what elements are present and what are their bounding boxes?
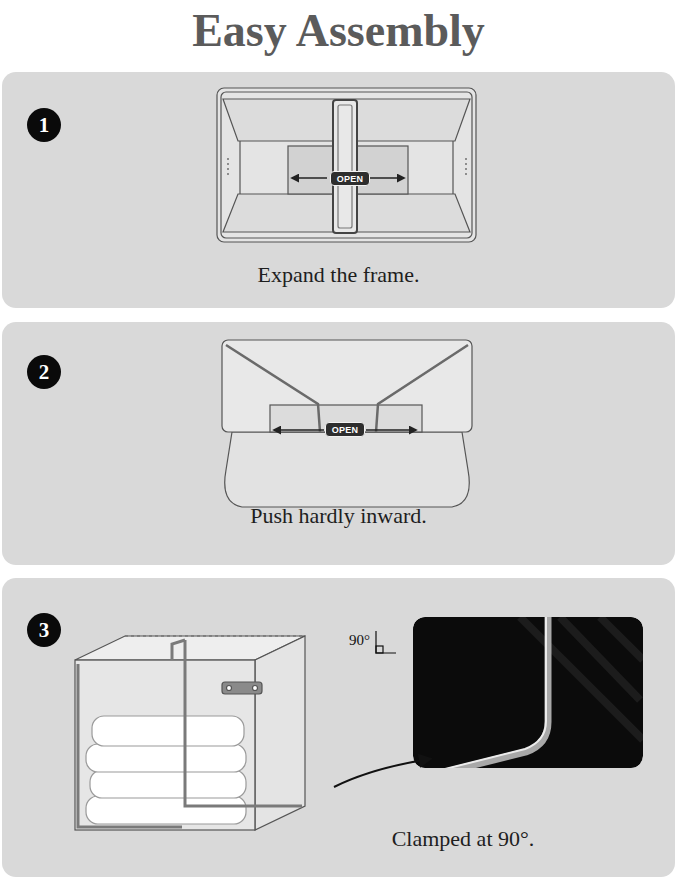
step-number-text: 3 — [39, 618, 50, 643]
open-text: OPEN — [332, 425, 359, 435]
step-number: 1 — [27, 108, 61, 142]
step-panel: Expand the frame. 1OPEN — [2, 72, 675, 308]
step-number-text: 2 — [39, 360, 50, 385]
step-number: 2 — [27, 355, 61, 389]
page-title: Easy Assembly — [0, 4, 677, 57]
step-caption: Expand the frame. — [2, 262, 675, 288]
step-panel: Clamped at 90°. 3 — [2, 578, 675, 877]
angle-label: 90° — [349, 632, 370, 649]
open-badge: OPEN — [330, 171, 370, 186]
step-caption: Push hardly inward. — [2, 503, 675, 529]
step-caption: Clamped at 90°. — [298, 826, 628, 852]
step-panel: Push hardly inward. 2OPEN — [2, 322, 675, 565]
open-badge: OPEN — [325, 422, 365, 437]
step-number: 3 — [27, 613, 61, 647]
open-text: OPEN — [337, 174, 364, 184]
step-number-text: 1 — [39, 113, 50, 138]
